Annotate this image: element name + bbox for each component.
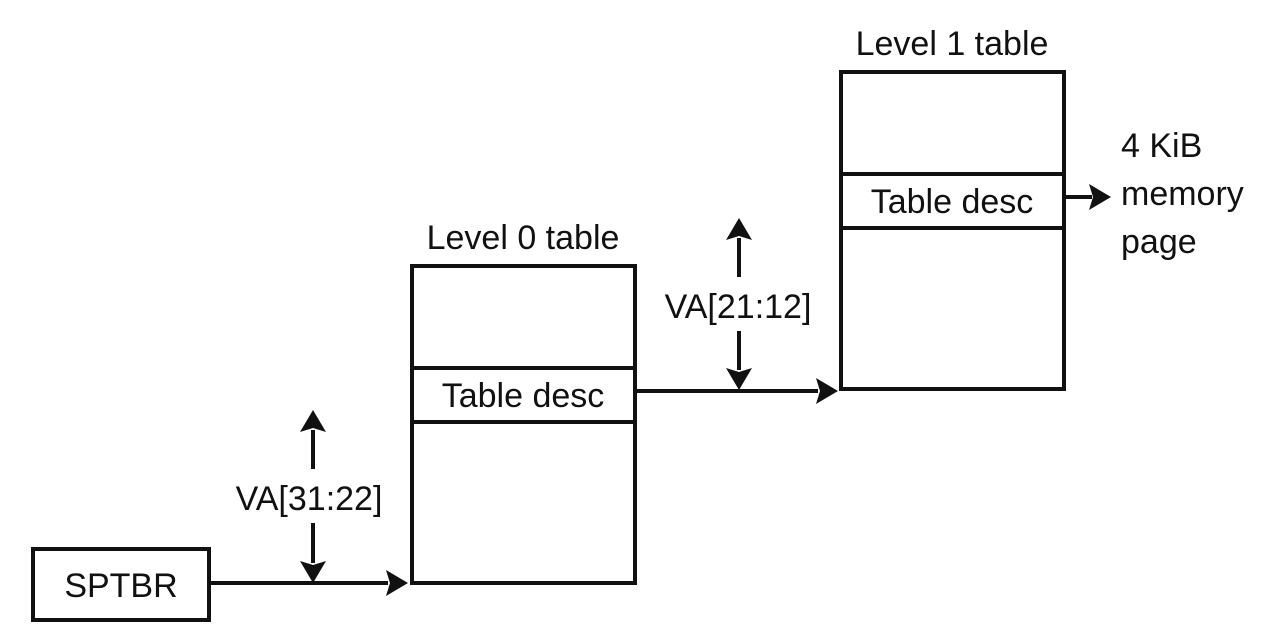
level0-table-desc-row — [410, 366, 637, 424]
memory-page-line-1: 4 KiB — [1121, 127, 1202, 165]
sptbr-label: SPTBR — [64, 567, 177, 605]
level1-table-box — [839, 70, 1066, 391]
va-31-22-label: VA[31:22] — [236, 480, 383, 518]
memory-page-line-2: memory — [1121, 175, 1244, 213]
va-21-12-indicator: VA[21:12] — [665, 218, 812, 390]
sptbr-box — [31, 547, 211, 622]
memory-page-line-3: page — [1121, 223, 1197, 261]
va-21-12-label: VA[21:12] — [665, 288, 812, 326]
level1-title: Level 1 table — [856, 25, 1049, 63]
memory-page-label: 4 KiB memory page — [1121, 127, 1244, 261]
level1-table-desc-row — [839, 172, 1066, 230]
sptbr-register: SPTBR — [31, 547, 211, 622]
level0-title: Level 0 table — [427, 219, 620, 257]
va-31-22-indicator: VA[31:22] — [236, 410, 383, 583]
level0-table: Level 0 table Table desc — [410, 219, 637, 585]
sptbr-to-level0-arrow — [209, 570, 408, 596]
level0-to-level1-arrow — [635, 378, 838, 404]
level1-table-desc-label: Table desc — [871, 183, 1034, 221]
level1-to-page-arrow — [1064, 184, 1111, 210]
level0-table-desc-label: Table desc — [442, 377, 605, 415]
level1-table: Level 1 table Table desc — [839, 25, 1066, 391]
level0-table-box — [410, 264, 637, 585]
